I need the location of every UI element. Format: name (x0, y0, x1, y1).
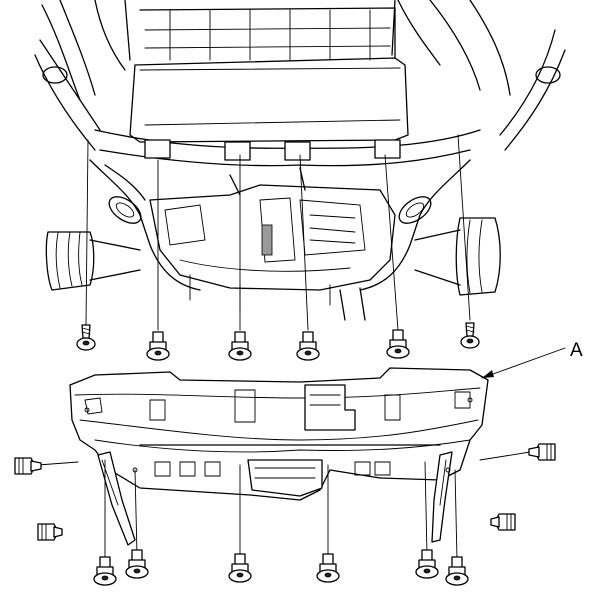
screw-icon (460, 322, 480, 349)
splash-shield (69, 367, 489, 546)
vehicle-underside (34, 0, 566, 321)
flange-bolt-icon (386, 329, 410, 359)
clip-icon (490, 513, 516, 531)
flange-bolt-icon (228, 553, 252, 583)
screw-icon (76, 324, 96, 351)
side-clips (14, 443, 556, 541)
upper-fasteners (76, 134, 480, 361)
clip-icon (528, 443, 556, 461)
callout-a-label: A (570, 340, 583, 361)
flange-bolt-icon (146, 331, 170, 361)
flange-bolt-icon (93, 556, 117, 586)
flange-bolt-icon (316, 553, 340, 583)
callout-a-leader (481, 347, 566, 379)
flange-bolt-icon (228, 331, 252, 361)
clip-icon (37, 523, 63, 541)
flange-bolt-icon (445, 556, 469, 586)
clip-icon (14, 457, 42, 475)
flange-bolt-icon (125, 549, 149, 579)
flange-bolt-icon (296, 331, 320, 361)
lower-fasteners (93, 459, 469, 586)
flange-bolt-icon (415, 549, 439, 579)
